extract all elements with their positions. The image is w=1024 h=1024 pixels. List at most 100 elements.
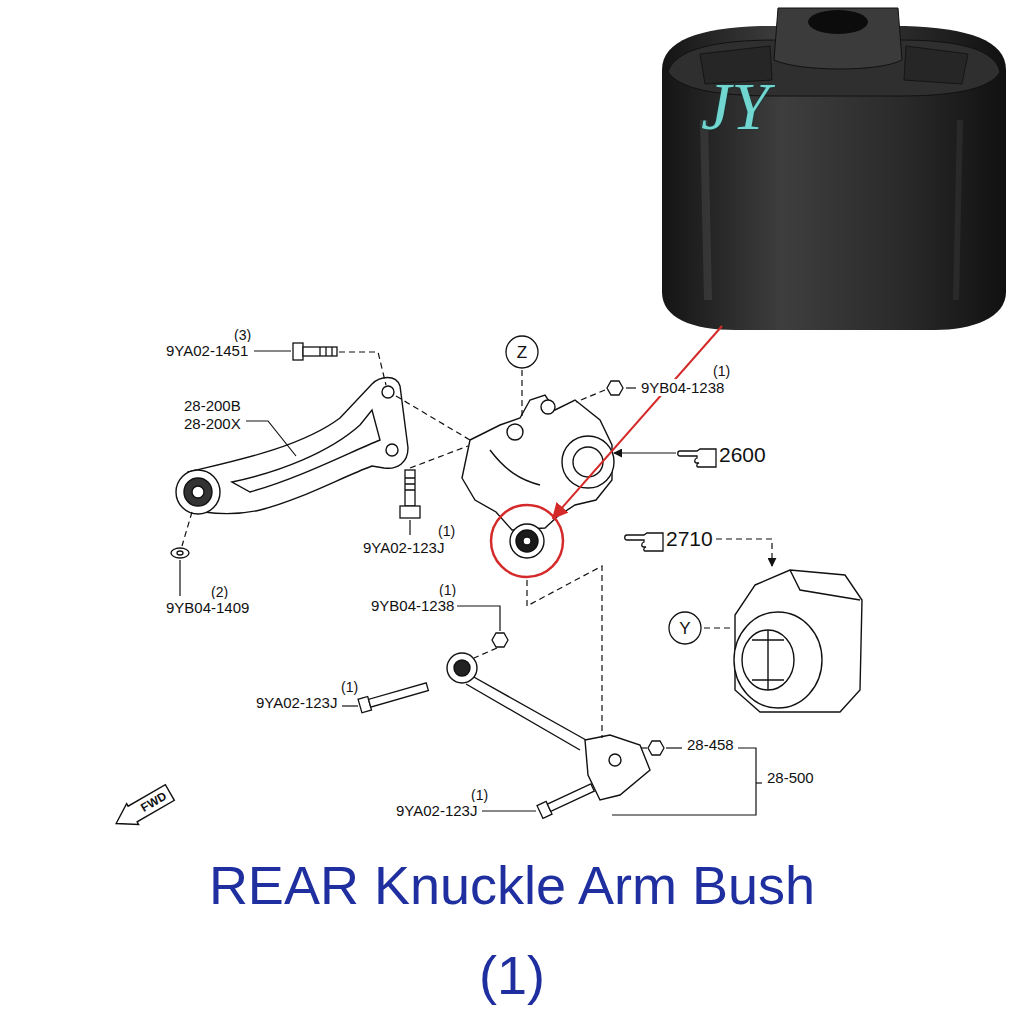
bushing-photo [774,8,902,69]
knuckle [541,400,555,414]
part-number: 28-200X [183,416,242,431]
bushing-part [752,630,784,690]
lateral-arm [466,676,586,750]
highlight-arrow [553,326,722,518]
part-number: 9YA02-123J [255,695,338,710]
part-number: (2) [210,585,229,599]
forward-arrow: FWD [109,781,177,836]
lateral-arm [454,660,470,676]
lateral-arm [609,754,621,766]
highlight-circle [491,505,563,577]
assembly-dashed-line [339,352,386,385]
leader-line [756,782,762,783]
label-text: (1) [438,582,457,598]
washer [171,548,189,558]
lateral-arm [447,653,650,800]
trailing-arm [176,378,408,515]
knuckle [507,424,523,440]
part-number: (1) [470,788,489,802]
leader-line [179,560,180,596]
part-number: 28-200B [183,398,242,413]
label-text: 28-200X [183,415,242,432]
nut [648,741,664,755]
label-text: (2) [210,584,229,600]
circle-outline [669,612,701,644]
leader-line [254,350,291,351]
assembly-dashed-line [521,370,522,416]
leader-line [666,747,682,748]
washer [171,548,189,558]
label-text: (1) [470,787,489,803]
leader-line [482,810,536,811]
bushing-photo [704,120,708,300]
label-text: 28-200B [183,397,242,414]
bushing-part [742,630,794,690]
bolt [547,784,594,812]
leader-line [180,351,762,815]
assembly-dashed-line [410,446,468,468]
trailing-arm [386,444,398,456]
label-text: 9YB04-1409 [165,599,250,616]
nut [492,633,508,647]
assembly-dashed-line [704,627,733,628]
leader-line [246,421,296,456]
part-number: 9YA02-1451 [165,343,249,358]
knuckle [490,450,540,485]
part-number: (1) [340,680,359,694]
bolt [358,680,429,713]
bushing-part [790,570,860,600]
knuckle [573,447,603,477]
knuckle [462,395,612,530]
leader-line [342,705,358,706]
bushing-photo [956,120,960,300]
reference-hand [625,533,663,551]
bushing-part [734,612,822,708]
view-marker-circle: Z [505,335,539,369]
leader-line [626,387,636,388]
bolt [293,343,303,360]
trailing-arm [382,386,394,398]
knuckle [510,524,544,558]
bolt [369,683,429,707]
trailing-arm [232,410,380,492]
bushing-photo [904,46,968,84]
bolt [303,347,337,356]
part-number: 28-458 [686,737,735,752]
part-number: 9YB04-1238 [640,380,725,395]
knuckle [462,395,614,558]
label-text: 2710 [665,527,714,550]
assembly-dashed-line [716,539,772,566]
part-number: 2710 [665,528,714,549]
label-text: 9YB04-1238 [370,597,455,614]
bolt [400,470,420,518]
reference-hand [678,449,716,467]
part-number: 2600 [718,444,767,465]
part-number: 9YB04-1409 [165,600,250,615]
part-number: (1) [712,364,731,378]
bolt [537,781,595,818]
assembly-dashed-line [474,648,497,658]
leader-line [612,748,756,815]
washer [177,551,183,555]
bushing-part [734,570,862,712]
part-number: 9YA02-123J [362,540,445,555]
label-text: (1) [437,523,456,539]
part-number: (3) [233,328,252,342]
label-text: 9YA02-123J [362,539,445,556]
label-text: 28-458 [686,736,735,753]
part-number: (1) [437,524,456,538]
assembly-dashed-line [527,566,602,738]
nut [607,381,623,395]
lateral-arm [447,653,477,683]
trailing-arm [192,486,204,498]
bolt [400,506,420,518]
label-text: 9YA02-1451 [165,342,249,359]
bolt [405,470,415,506]
part-number: 28-500 [766,770,815,785]
watermark: JY [700,72,770,140]
circle-outline [506,336,538,368]
label-text: (3) [233,327,252,343]
label-text: 9YA02-123J [395,802,478,819]
bushing-photo [662,8,1006,330]
